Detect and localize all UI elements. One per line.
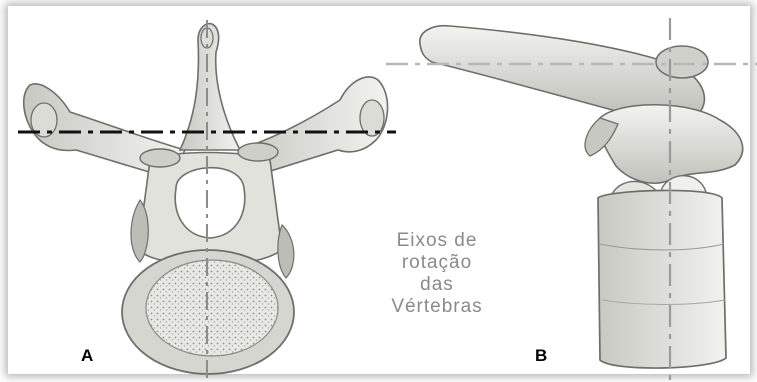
caption-line-2: rotação xyxy=(372,252,502,274)
panel-label-b: B xyxy=(535,346,547,366)
caption-axes-of-rotation: Eixos de rotação das Vértebras xyxy=(372,230,502,318)
vertebra-b-superior-facet xyxy=(656,46,708,78)
panel-label-a: A xyxy=(81,346,93,366)
vertebra-a-right-pedicle xyxy=(278,225,294,278)
caption-line-1: Eixos de xyxy=(372,230,502,252)
caption-line-4: Vértebras xyxy=(372,296,502,318)
caption-line-3: das xyxy=(372,274,502,296)
vertebra-a-body-cancellous xyxy=(146,260,278,356)
vertebra-a-right-articular-process xyxy=(238,143,278,161)
vertebra-a-superior-view xyxy=(24,24,388,374)
vertebra-a-vertebral-foramen xyxy=(175,168,245,238)
vertebra-a-left-articular-process xyxy=(140,149,180,167)
vertebra-a-left-pedicle xyxy=(131,200,148,262)
vertebra-b-body xyxy=(598,190,726,368)
